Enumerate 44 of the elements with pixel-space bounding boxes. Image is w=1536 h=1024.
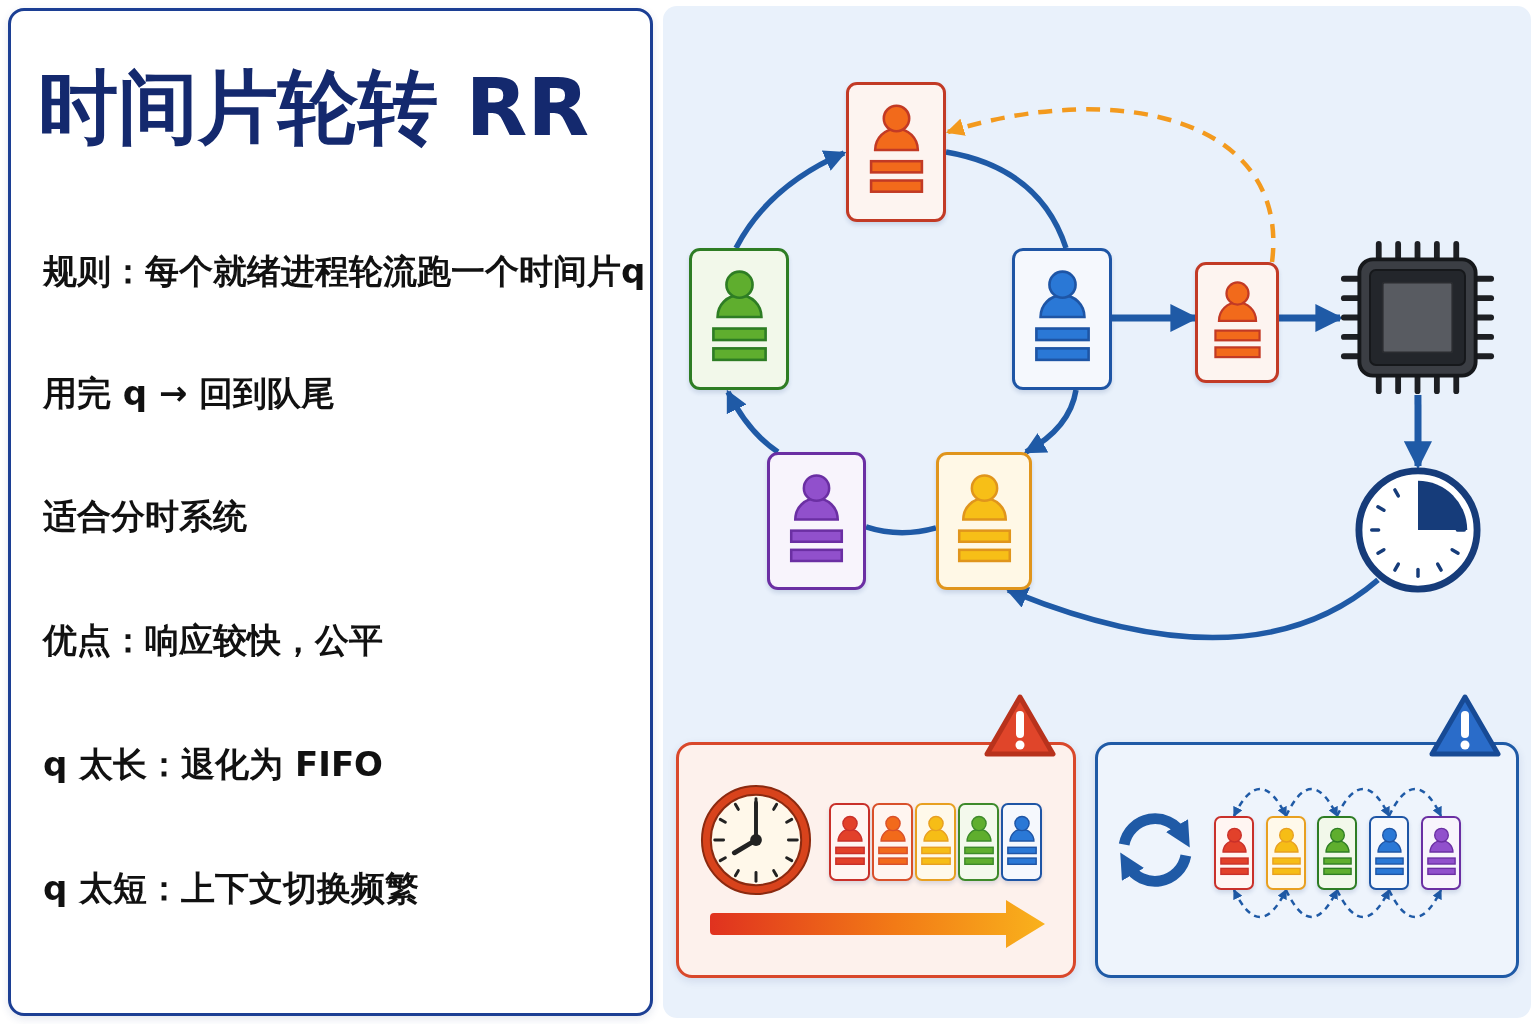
process-card [1001, 803, 1042, 881]
title: 时间片轮转 RR [38, 62, 590, 154]
use-case-text: 适合分时系统 [43, 495, 247, 538]
process-card [1317, 816, 1357, 890]
process-card [1012, 248, 1112, 390]
process-card [958, 803, 999, 881]
long-quantum-text: q 太长：退化为 FIFO [43, 743, 384, 786]
arrow [733, 150, 847, 250]
process-card [829, 803, 870, 881]
arrow [1005, 577, 1380, 641]
process-card [1214, 816, 1254, 890]
process-card [1369, 816, 1409, 890]
process-card [767, 452, 866, 590]
process-card [1421, 816, 1461, 890]
arrow [1023, 389, 1079, 455]
process-card [872, 803, 913, 881]
dashed-arrow [1284, 888, 1339, 919]
rule-text: 规则：每个就绪进程轮流跑一个时间片q [43, 250, 646, 293]
process-card [936, 452, 1032, 590]
dashed-arrow [1387, 888, 1443, 918]
process-card [846, 82, 946, 222]
dashed-arrow [1232, 788, 1288, 818]
dashed-arrow [1284, 787, 1339, 818]
text-panel [8, 8, 653, 1016]
dashed-arrow [1232, 888, 1288, 918]
arrow [1279, 304, 1344, 332]
timer-clock [1354, 466, 1482, 594]
dashed-arrow [1387, 788, 1443, 818]
requeue-text: 用完 q → 回到队尾 [43, 372, 336, 415]
cpu-chip [1340, 240, 1495, 395]
process-card [1266, 816, 1306, 890]
process-card [1195, 262, 1279, 383]
process-card [915, 803, 956, 881]
short-quantum-text: q 太短：上下文切换频繁 [43, 867, 420, 910]
info-panel [1095, 742, 1519, 978]
connector-line [865, 524, 937, 536]
advantage-text: 优点：响应较快，公平 [43, 619, 383, 662]
dashed-arrow [1335, 788, 1391, 818]
dashed-arrow [945, 107, 1275, 263]
process-card [689, 248, 789, 390]
info-panel [676, 742, 1076, 978]
arrow [725, 389, 780, 455]
dashed-arrow [1335, 888, 1391, 918]
connector-line [945, 149, 1069, 249]
